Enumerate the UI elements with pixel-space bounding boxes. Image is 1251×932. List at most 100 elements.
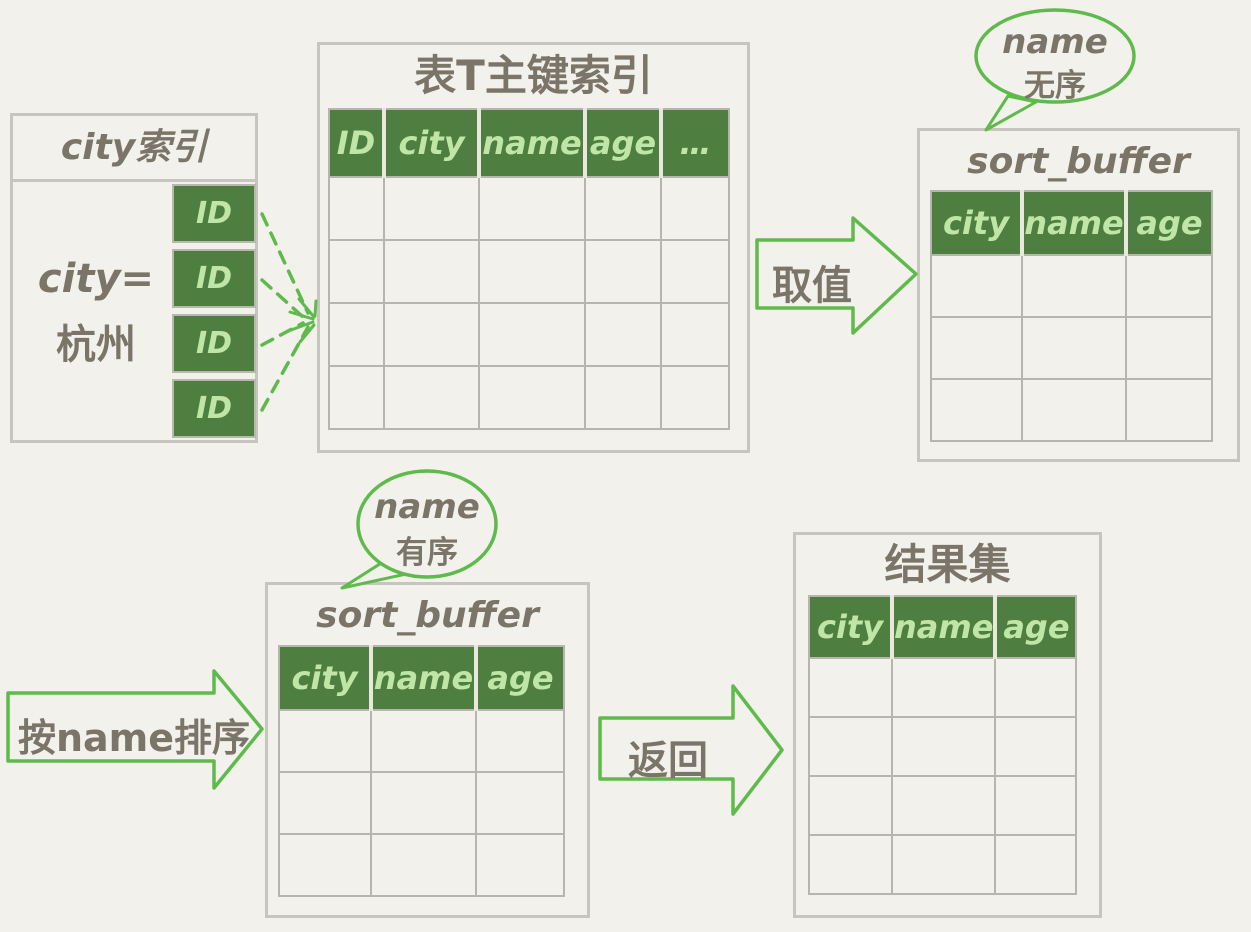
empty-row — [328, 302, 730, 367]
col-header-more: … — [659, 108, 730, 178]
id-cell: ID — [172, 249, 256, 308]
id-cell: ID — [172, 314, 256, 373]
empty-cell — [475, 833, 565, 897]
col-header-name: name — [369, 645, 477, 711]
col-header-city: city — [930, 190, 1023, 256]
sort-buffer-sorted-box: sort_buffer city name age — [265, 582, 590, 918]
empty-cell — [475, 771, 565, 835]
empty-cell — [890, 775, 997, 836]
city-index-title: city索引 — [13, 116, 255, 182]
empty-cell — [278, 833, 372, 897]
bubble-unordered-line2: 无序 — [1024, 68, 1086, 104]
empty-cell — [1021, 254, 1127, 318]
city-index-box: city索引 city= 杭州 ID ID ID ID — [10, 113, 258, 443]
empty-cell — [930, 316, 1023, 380]
empty-cell — [930, 378, 1023, 442]
sort-buffer-unsorted-table: city name age — [930, 190, 1213, 442]
city-condition-line2: 杭州 — [56, 322, 136, 368]
empty-cell — [475, 709, 565, 773]
empty-cell — [660, 239, 730, 304]
col-header-name: name — [1020, 190, 1127, 256]
col-header-age: age — [583, 108, 662, 178]
empty-cell — [808, 775, 893, 836]
empty-cell — [383, 302, 480, 367]
header-row: city name age — [808, 595, 1078, 659]
primary-key-index-table: ID city name age … — [328, 108, 730, 430]
bubble-ordered-line1: name — [374, 487, 480, 527]
col-header-name: name — [889, 595, 997, 659]
empty-cell — [278, 771, 372, 835]
empty-cell — [1125, 254, 1213, 318]
empty-cell — [808, 657, 893, 718]
col-header-city: city — [278, 645, 372, 711]
empty-cell — [930, 254, 1023, 318]
empty-row — [930, 316, 1213, 380]
city-condition-line1: city= — [37, 256, 155, 302]
bubble-unordered-line1: name — [1002, 22, 1108, 62]
col-header-age: age — [1124, 190, 1213, 256]
primary-key-index-box: 表T主键索引 ID city name age … — [317, 42, 750, 453]
return-arrow-label: 返回 — [628, 738, 708, 784]
empty-cell — [1125, 316, 1213, 380]
empty-cell — [383, 239, 480, 304]
empty-row — [278, 771, 565, 835]
empty-cell — [994, 716, 1078, 777]
empty-cell — [660, 176, 730, 241]
empty-cell — [370, 771, 477, 835]
dashed-line — [260, 325, 310, 412]
empty-cell — [478, 239, 586, 304]
result-set-box: 结果集 city name age — [793, 532, 1102, 918]
empty-cell — [584, 176, 662, 241]
col-header-age: age — [474, 645, 565, 711]
empty-row — [328, 176, 730, 241]
empty-cell — [808, 716, 893, 777]
empty-row — [930, 378, 1213, 442]
empty-cell — [328, 365, 385, 430]
empty-cell — [478, 365, 586, 430]
empty-cell — [328, 176, 385, 241]
empty-cell — [478, 302, 586, 367]
empty-cell — [994, 775, 1078, 836]
empty-cell — [1021, 316, 1127, 380]
city-condition: city= 杭州 — [29, 246, 163, 378]
col-header-city: city — [808, 595, 893, 659]
converge-arrowhead — [288, 297, 318, 344]
empty-cell — [328, 302, 385, 367]
col-header-city: city — [382, 108, 480, 178]
empty-cell — [328, 239, 385, 304]
empty-cell — [370, 709, 477, 773]
col-header-id: ID — [328, 108, 385, 178]
primary-key-index-title: 表T主键索引 — [414, 51, 653, 100]
bubble-ordered-line2: 有序 — [396, 535, 458, 571]
result-set-title: 结果集 — [884, 540, 1011, 589]
col-header-age: age — [993, 595, 1078, 659]
empty-row — [808, 775, 1078, 836]
empty-cell — [660, 365, 730, 430]
empty-cell — [890, 657, 997, 718]
empty-cell — [890, 716, 997, 777]
dashed-line — [260, 278, 305, 319]
empty-row — [808, 834, 1078, 895]
sort-buffer-unsorted-box: sort_buffer city name age — [917, 128, 1240, 462]
col-header-name: name — [477, 108, 586, 178]
empty-cell — [994, 657, 1078, 718]
empty-cell — [584, 239, 662, 304]
fetch-arrow-label: 取值 — [772, 263, 852, 309]
dashed-line — [260, 212, 310, 315]
empty-cell — [584, 302, 662, 367]
empty-cell — [890, 834, 997, 895]
empty-row — [278, 833, 565, 897]
id-cell: ID — [172, 184, 256, 243]
sort-buffer-sorted-table: city name age — [278, 645, 565, 897]
empty-row — [808, 716, 1078, 777]
empty-row — [328, 239, 730, 304]
empty-cell — [994, 834, 1078, 895]
empty-cell — [1125, 378, 1213, 442]
empty-row — [808, 657, 1078, 718]
empty-cell — [584, 365, 662, 430]
sort-buffer-unsorted-title: sort_buffer — [967, 141, 1190, 182]
empty-cell — [278, 709, 372, 773]
sort-buffer-sorted-title: sort_buffer — [316, 595, 539, 636]
empty-row — [328, 365, 730, 430]
